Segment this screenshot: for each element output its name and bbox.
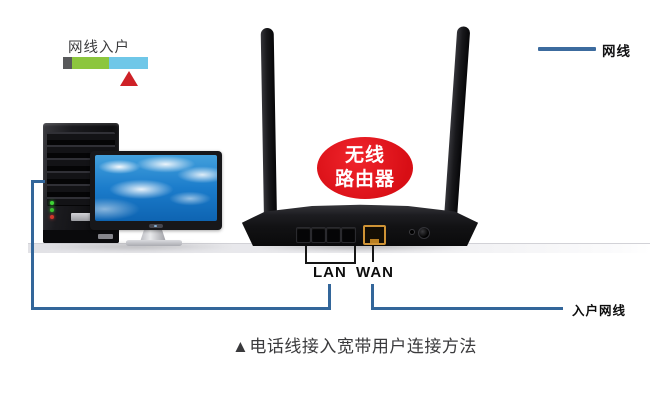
monitor-stand-neck bbox=[140, 230, 166, 242]
bar-segment-green bbox=[72, 57, 109, 69]
lan-bracket-line bbox=[354, 246, 356, 264]
wireless-router-badge: 无线 路由器 bbox=[317, 137, 413, 199]
diagram-caption: ▲电话线接入宽带用户连接方法 bbox=[232, 337, 477, 356]
tower-led-red bbox=[50, 215, 54, 219]
wireless-router-icon bbox=[241, 204, 479, 246]
router-antenna-left bbox=[260, 27, 277, 221]
reset-hole bbox=[410, 230, 414, 234]
lan-port bbox=[326, 227, 341, 243]
lan-port bbox=[296, 227, 311, 243]
tower-led-green bbox=[50, 208, 54, 212]
lan-label: LAN bbox=[313, 264, 347, 281]
cable-lan-horizontal bbox=[31, 307, 331, 310]
lan-bracket-line bbox=[305, 246, 307, 264]
monitor-logo bbox=[149, 224, 163, 228]
router-antenna-right bbox=[444, 26, 471, 219]
lan-bracket-line bbox=[305, 262, 356, 264]
bar-segment-blue bbox=[109, 57, 148, 69]
cable-entry-label: 网线入户 bbox=[68, 40, 130, 56]
cable-to-computer bbox=[31, 180, 45, 183]
bar-segment-gray bbox=[63, 57, 72, 69]
monitor-stand-base bbox=[126, 240, 182, 246]
red-triangle-marker-icon bbox=[120, 71, 138, 86]
router-shadow bbox=[246, 242, 474, 251]
badge-line2: 路由器 bbox=[334, 169, 395, 190]
lan-port bbox=[311, 227, 326, 243]
wan-label: WAN bbox=[356, 264, 394, 281]
tower-led-green bbox=[50, 201, 54, 205]
tower-slot bbox=[98, 234, 113, 239]
cable-lan-vertical bbox=[328, 284, 331, 310]
tower-drive-panel bbox=[71, 213, 92, 221]
badge-line1: 无线 bbox=[344, 145, 385, 167]
lan-port bbox=[341, 227, 356, 243]
cable-wan-vertical bbox=[371, 284, 374, 310]
cable-legend-label: 网线 bbox=[602, 44, 631, 59]
power-jack bbox=[418, 227, 430, 239]
cable-entry-bar bbox=[63, 57, 148, 69]
tower-base bbox=[43, 230, 119, 243]
monitor-screen-sky-wallpaper bbox=[95, 155, 217, 221]
cable-legend-line bbox=[538, 47, 596, 51]
cable-wan-horizontal bbox=[371, 307, 563, 310]
wan-callout-line bbox=[372, 246, 374, 262]
incoming-cable-label: 入户网线 bbox=[572, 304, 627, 318]
monitor-icon bbox=[90, 151, 222, 230]
cable-left-vertical bbox=[31, 180, 34, 310]
wan-port bbox=[363, 225, 386, 245]
computer-shadow bbox=[36, 242, 236, 251]
